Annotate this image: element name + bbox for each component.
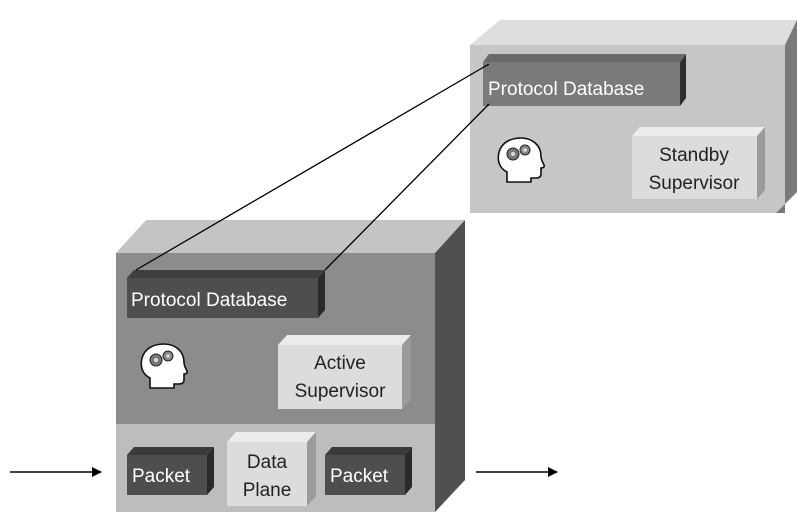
standby-protocol-database-label: Protocol Database [488,79,644,100]
brain-gears-icon [140,343,189,389]
active-supervisor-block: Active Supervisor [278,335,411,409]
data-plane-block: Data Plane [227,432,316,506]
active-supervisor-box: Protocol Database Active Supervisor Pack… [116,220,465,512]
active-box-side [435,220,465,512]
ingress-packet-block: Packet [127,447,214,495]
db-sync-line-right [324,103,490,271]
brain-gears-icon [497,137,546,183]
standby-box-top [470,20,797,45]
active-supervisor-label-line1: Active [314,353,366,374]
data-plane-label-line2: Plane [243,480,292,501]
db-sync-line-left [135,63,490,271]
ingress-packet-label: Packet [132,466,191,487]
active-protocol-database-label: Protocol Database [131,290,287,311]
standby-supervisor-box: Protocol Database Standby Supervisor [470,20,797,213]
standby-protocol-database: Protocol Database [483,54,686,106]
standby-supervisor-label-line2: Supervisor [649,173,740,194]
active-supervisor-label-line2: Supervisor [295,381,386,402]
egress-packet-label: Packet [330,466,389,487]
standby-box-side [776,20,797,213]
active-box-top [116,220,465,253]
data-plane-label-line1: Data [247,452,288,473]
standby-supervisor-label-line1: Standby [659,145,729,166]
active-protocol-database: Protocol Database [127,270,325,318]
egress-packet-block: Packet [325,447,412,495]
standby-supervisor-block: Standby Supervisor [632,127,765,199]
